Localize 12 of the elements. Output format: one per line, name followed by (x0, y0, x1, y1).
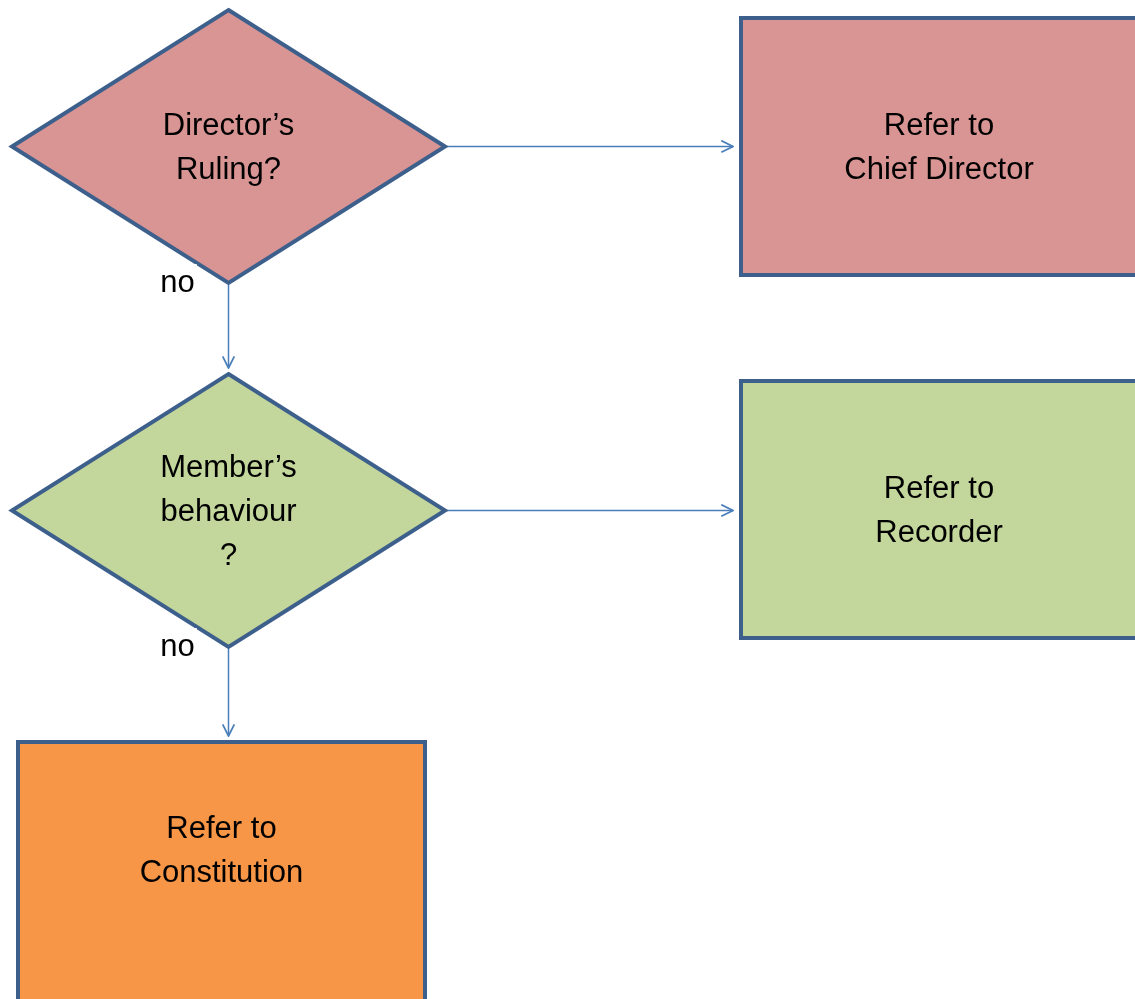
node-label: Director’s Ruling? (161, 105, 296, 188)
process-box (739, 16, 1135, 277)
node-label: Refer to Recorder (874, 468, 1004, 551)
arrow (221, 648, 236, 737)
node-label: Refer to Chief Director (843, 105, 1035, 188)
node-label: Member’s behaviour ? (159, 447, 298, 574)
process-box (739, 379, 1135, 640)
arrow (446, 139, 734, 154)
arrow (221, 284, 236, 369)
process-box (16, 740, 427, 999)
arrow (446, 503, 734, 518)
node-label: Refer to Constitution (138, 809, 305, 891)
